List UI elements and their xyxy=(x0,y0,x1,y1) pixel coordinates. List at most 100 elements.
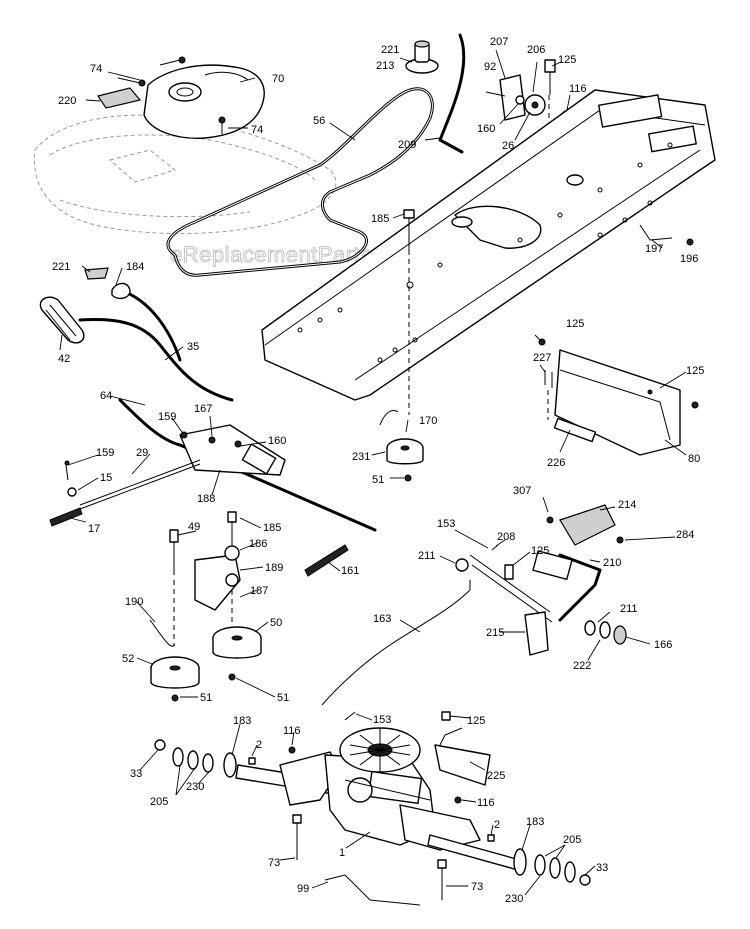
link-rod-29 xyxy=(67,459,201,510)
pin-197-196 xyxy=(639,224,694,246)
clip-221-184 xyxy=(84,267,131,300)
callout-307: 307 xyxy=(513,485,531,497)
linkage-188 xyxy=(179,424,286,476)
callout-33-left: 33 xyxy=(130,768,142,780)
callout-210: 210 xyxy=(603,557,621,569)
callout-221-top: 221 xyxy=(381,44,399,56)
callout-153-bottom: 153 xyxy=(373,714,391,726)
frame-brace-80 xyxy=(538,338,699,456)
leader-lines xyxy=(59,49,687,896)
lift-handle-35 xyxy=(78,288,234,402)
callout-51-right: 51 xyxy=(277,692,289,704)
callout-209: 209 xyxy=(398,139,416,151)
clutch-knob-213 xyxy=(405,40,439,74)
callout-189: 189 xyxy=(265,562,283,574)
callout-2-right: 2 xyxy=(494,819,500,831)
callout-215: 215 xyxy=(486,627,504,639)
callout-160-mid: 160 xyxy=(268,435,286,447)
callout-29: 29 xyxy=(136,447,148,459)
pulley-50 xyxy=(212,626,262,681)
callout-220: 220 xyxy=(58,95,76,107)
axle-parts-left xyxy=(154,739,237,778)
idler-arm-189 xyxy=(194,545,241,611)
callout-205-right: 205 xyxy=(563,834,581,846)
callout-170: 170 xyxy=(419,415,437,427)
callout-153-mid: 153 xyxy=(437,518,455,530)
callout-99: 99 xyxy=(297,883,309,895)
callout-73-right: 73 xyxy=(471,881,483,893)
brake-rod-163 xyxy=(321,580,471,706)
callout-226: 226 xyxy=(547,457,565,469)
dash-panel xyxy=(143,64,265,139)
callout-125-top: 125 xyxy=(558,54,576,66)
shift-rod-64 xyxy=(118,398,377,532)
callout-73-left: 73 xyxy=(268,857,280,869)
shift-arm-99 xyxy=(324,874,421,906)
fasteners-116-153-125 xyxy=(288,711,462,804)
callout-190: 190 xyxy=(125,596,143,608)
callout-205-left: 205 xyxy=(150,796,168,808)
transaxle-1 xyxy=(235,751,521,871)
cooling-fan xyxy=(339,727,421,773)
callout-231: 231 xyxy=(352,451,370,463)
callout-222: 222 xyxy=(573,660,591,672)
callout-92: 92 xyxy=(484,61,496,73)
callout-2-left: 2 xyxy=(256,739,262,751)
callout-221-mid: 221 xyxy=(52,261,70,273)
callout-206: 206 xyxy=(527,44,545,56)
callout-51-left: 51 xyxy=(200,692,212,704)
bolts-49-185 xyxy=(169,511,237,575)
callout-230-left: 230 xyxy=(186,781,204,793)
callout-211-right: 211 xyxy=(620,603,638,615)
bracket-225 xyxy=(434,727,491,786)
callout-188: 188 xyxy=(197,493,215,505)
callout-17: 17 xyxy=(88,523,100,535)
clutch-rod-209 xyxy=(438,33,466,154)
grip-42 xyxy=(39,296,85,344)
callout-166: 166 xyxy=(654,639,672,651)
callout-161: 161 xyxy=(341,565,359,577)
callout-125-right: 125 xyxy=(686,365,704,377)
callout-214: 214 xyxy=(618,499,636,511)
washers-211-222-166 xyxy=(455,558,627,645)
callout-70: 70 xyxy=(272,73,284,85)
callout-74-b: 74 xyxy=(251,124,263,136)
callout-159-b: 159 xyxy=(96,447,114,459)
callout-183-left: 183 xyxy=(233,715,251,727)
callout-183-right: 183 xyxy=(526,816,544,828)
bracket-215 xyxy=(524,611,549,656)
callout-15: 15 xyxy=(100,472,112,484)
callout-64: 64 xyxy=(100,390,112,402)
callout-125-pedal: 125 xyxy=(531,545,549,557)
callout-116-bottom: 116 xyxy=(477,797,495,809)
callout-167: 167 xyxy=(194,403,212,415)
pedal-pad-214 xyxy=(546,504,624,546)
main-frame xyxy=(261,89,716,401)
axle-parts-right xyxy=(513,848,591,886)
callout-80: 80 xyxy=(688,453,700,465)
callout-33-right: 33 xyxy=(596,862,608,874)
callout-211-left: 211 xyxy=(418,550,436,562)
callout-1: 1 xyxy=(339,847,345,859)
callout-52: 52 xyxy=(122,653,134,665)
pulley-52 xyxy=(150,656,200,702)
callout-49: 49 xyxy=(188,521,200,533)
callout-230-right: 230 xyxy=(505,893,523,905)
callout-197: 197 xyxy=(645,243,663,255)
dash-insert-220 xyxy=(97,87,142,109)
callout-42: 42 xyxy=(58,353,70,365)
callout-160-top: 160 xyxy=(477,123,495,135)
callout-26: 26 xyxy=(502,140,514,152)
drive-belt xyxy=(166,87,434,277)
callout-185-top: 185 xyxy=(371,213,389,225)
callout-184: 184 xyxy=(126,261,144,273)
spring-161 xyxy=(304,544,349,577)
frame-holes xyxy=(297,142,673,363)
callout-74-a: 74 xyxy=(90,63,102,75)
callout-208: 208 xyxy=(497,531,515,543)
callout-116-top: 116 xyxy=(569,83,587,95)
pin-159 xyxy=(64,460,70,481)
callout-163: 163 xyxy=(373,613,391,625)
